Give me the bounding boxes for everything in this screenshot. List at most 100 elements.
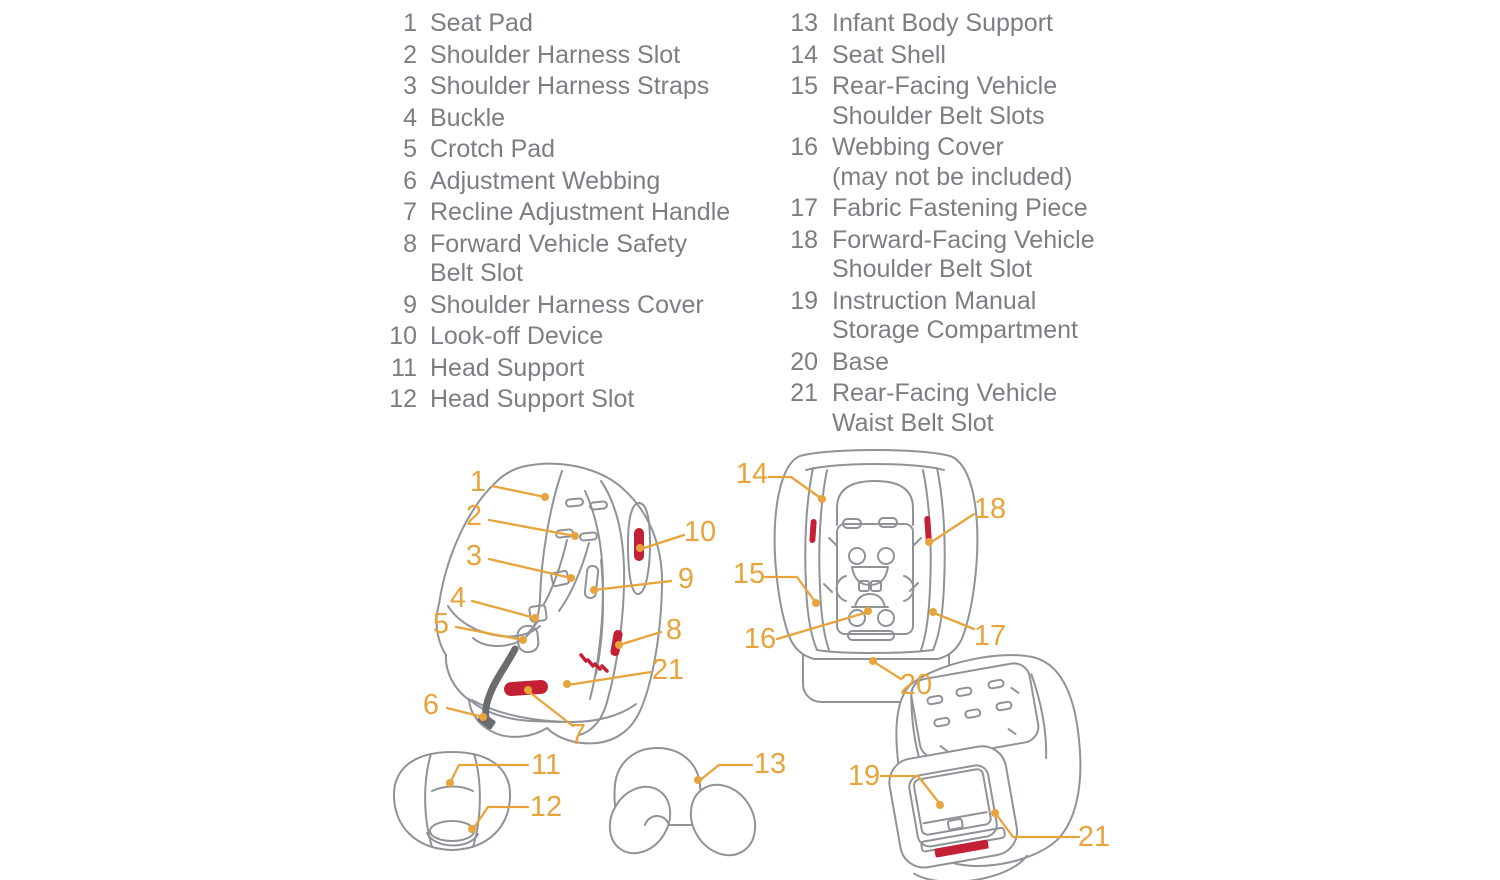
- headrest-arch: [836, 480, 914, 526]
- callout-13: 13: [694, 748, 786, 784]
- lock-off-device-outline: [627, 502, 651, 595]
- legend-item-11: 11 Head Support: [384, 354, 764, 384]
- svg-text:4: 4: [450, 582, 466, 614]
- legend-item-label: Fabric Fastening Piece: [832, 194, 1088, 222]
- seat-shell-outline: [773, 449, 979, 660]
- legend-item-number: 1: [403, 9, 417, 37]
- legend-item-20: 20 Base: [774, 348, 1214, 378]
- legend-item-7: 7 Recline Adjustment Handle: [384, 198, 764, 228]
- svg-text:13: 13: [754, 748, 786, 780]
- svg-text:8: 8: [666, 614, 682, 646]
- legend-item-number: 13: [790, 9, 818, 37]
- figure-side-view: [435, 462, 664, 745]
- callout-1: 1: [470, 466, 549, 501]
- figure-infant-body-support: [608, 747, 757, 857]
- legend-item-number: 14: [790, 40, 818, 69]
- legend-item-label: Recline Adjustment Handle: [430, 198, 731, 226]
- callout-5: 5: [433, 608, 527, 644]
- callout-7: 7: [524, 686, 586, 751]
- callout-9: 9: [590, 563, 694, 595]
- belt-path-red-dashes: [579, 653, 609, 673]
- svg-text:7: 7: [570, 719, 586, 751]
- figure-head-support: [392, 751, 512, 851]
- legend-item-number: 11: [391, 353, 417, 382]
- callout-21-rear: 21: [991, 809, 1110, 853]
- rear-surface-slots: [926, 678, 1020, 753]
- legend-item-1: 1 Seat Pad: [384, 9, 764, 39]
- svg-text:1: 1: [470, 466, 486, 498]
- svg-text:17: 17: [974, 620, 1006, 652]
- legend-item-number: 5: [403, 135, 417, 163]
- legend-item-label: Webbing Cover(may not be included): [832, 133, 1073, 191]
- svg-text:3: 3: [466, 540, 482, 572]
- callout-21-side: 21: [563, 654, 684, 688]
- svg-text:2: 2: [466, 500, 482, 532]
- callout-8: 8: [615, 614, 682, 649]
- svg-text:18: 18: [974, 493, 1006, 525]
- shoulder-harness-cover: [583, 565, 600, 599]
- legend-item-number: 10: [389, 322, 417, 350]
- svg-text:19: 19: [848, 760, 880, 792]
- legend-item-number: 12: [389, 385, 417, 413]
- harness-routing-openings: [835, 547, 915, 641]
- callout-4: 4: [450, 582, 539, 622]
- callout-11: 11: [446, 749, 561, 787]
- legend-item-label: Adjustment Webbing: [430, 166, 661, 195]
- rear-facing-belt-slot-red-left: [809, 519, 817, 543]
- callout-2: 2: [466, 500, 579, 540]
- callout-12: 12: [468, 791, 562, 833]
- shoulder-harness-slots: [555, 497, 608, 542]
- center-pad-panel: [836, 523, 914, 635]
- svg-text:6: 6: [423, 689, 439, 721]
- legend-item-number: 8: [403, 229, 417, 258]
- legend-item-label: Seat Pad: [430, 9, 533, 37]
- callout-10: 10: [636, 516, 716, 552]
- callout-18: 18: [925, 493, 1006, 546]
- legend-item-number: 15: [790, 72, 818, 100]
- legend-item-number: 17: [790, 194, 818, 222]
- legend-item-label: Shoulder Harness Straps: [430, 72, 710, 100]
- callouts: 1 2 3 4 5 6 7 8 9 10 21 14 15 16 17 18 2…: [423, 458, 1110, 853]
- callout-6: 6: [423, 689, 487, 721]
- legend-item-14: 14 Seat Shell: [774, 41, 1214, 71]
- legend-item-label: Base: [832, 347, 889, 376]
- svg-text:5: 5: [433, 608, 449, 640]
- svg-text:9: 9: [678, 563, 694, 595]
- svg-text:21: 21: [1078, 821, 1110, 853]
- legend-item-number: 4: [403, 103, 417, 132]
- legend-item-number: 2: [403, 40, 417, 69]
- legend-item-number: 20: [790, 347, 818, 376]
- legend-item-6: 6 Adjustment Webbing: [384, 167, 764, 197]
- waist-belt-slot-red-stripe: [934, 839, 989, 858]
- svg-text:20: 20: [900, 669, 932, 701]
- legend-item-number: 7: [403, 198, 417, 226]
- legend-item-17: 17 Fabric Fastening Piece: [774, 194, 1214, 224]
- callout-19: 19: [848, 760, 944, 809]
- svg-text:15: 15: [733, 558, 765, 590]
- legend-item-label: Seat Shell: [832, 40, 946, 69]
- legend-item-label: Head Support: [430, 353, 585, 382]
- svg-text:11: 11: [531, 749, 561, 781]
- legend-item-number: 6: [403, 166, 417, 195]
- compartment-latch: [946, 817, 964, 831]
- adjustment-webbing-strap: [482, 645, 519, 722]
- legend-item-number: 19: [790, 286, 818, 315]
- legend-item-label: Shoulder Harness Cover: [430, 290, 704, 319]
- legend-item-label: Buckle: [430, 103, 506, 132]
- callout-15: 15: [733, 558, 820, 607]
- svg-text:16: 16: [744, 623, 776, 655]
